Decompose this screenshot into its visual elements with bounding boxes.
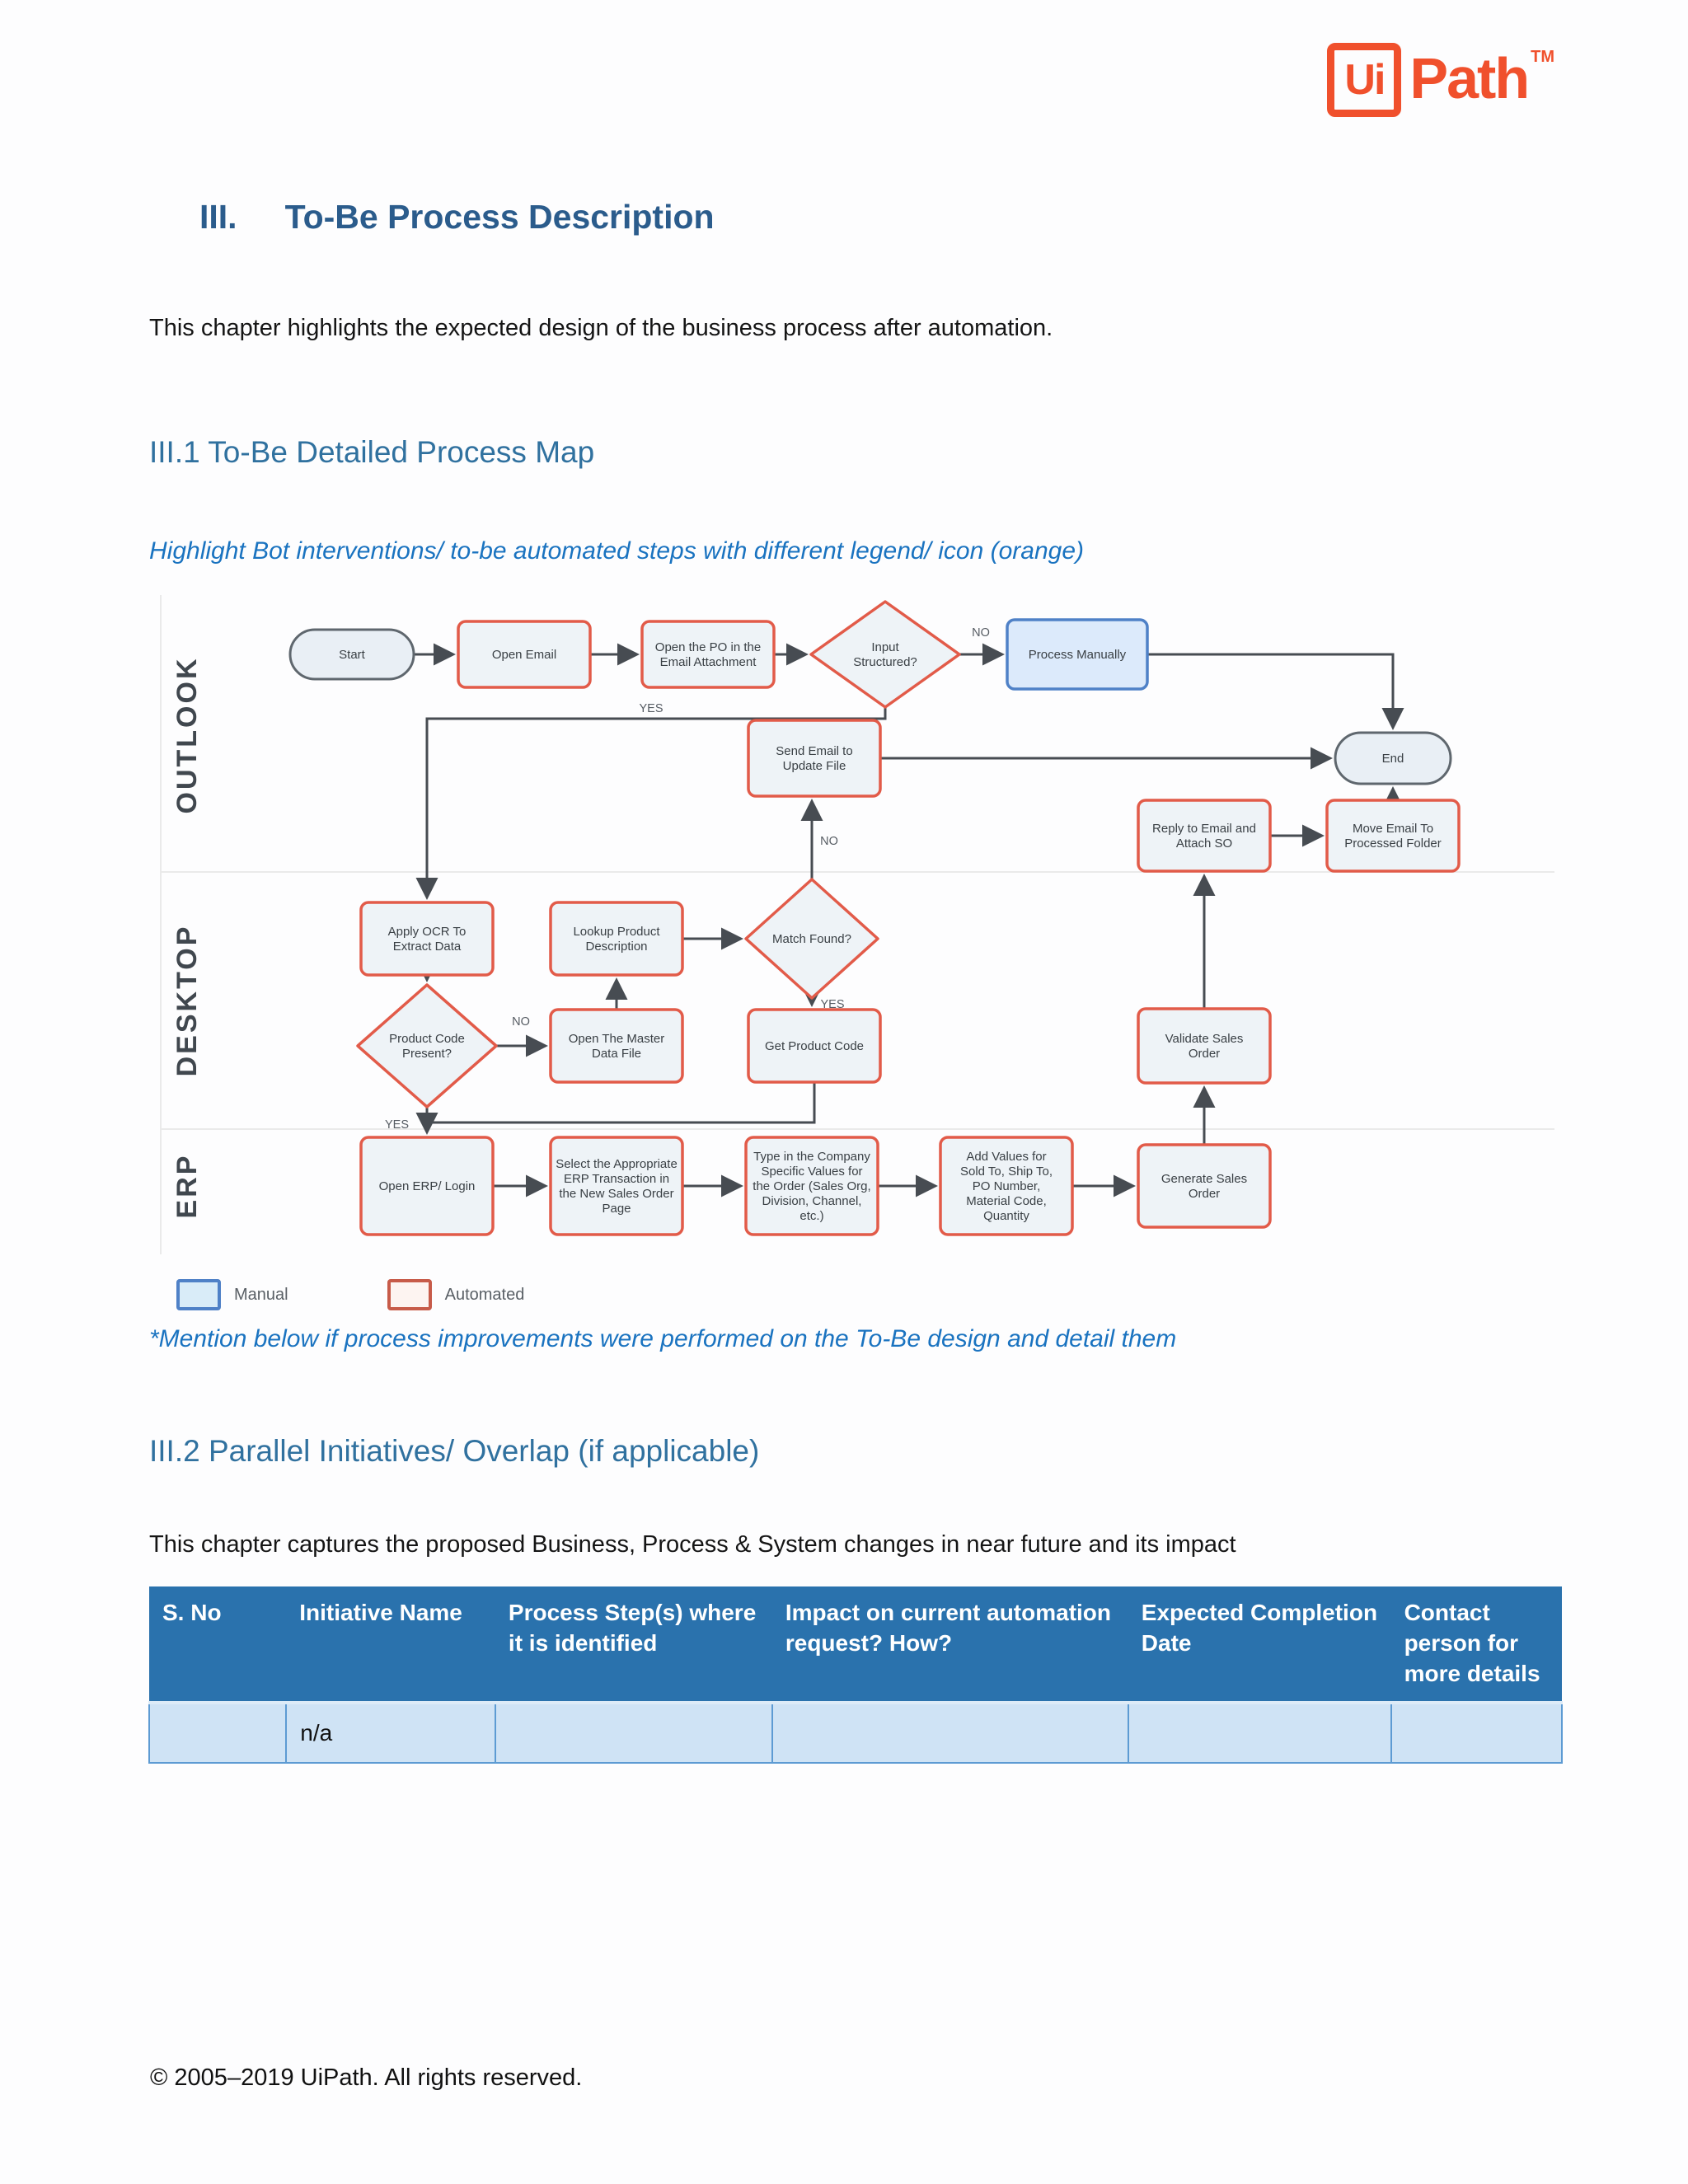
lane-label-desktop: DESKTOP xyxy=(171,925,203,1077)
legend-item-automated: Automated xyxy=(387,1279,525,1310)
page-title-text: To-Be Process Description xyxy=(284,198,715,236)
automated-legend-swatch xyxy=(387,1279,432,1310)
flow-edge xyxy=(415,707,887,900)
header-contact-person: Contact person for more details xyxy=(1390,1586,1562,1703)
cell-process-steps xyxy=(494,1701,773,1764)
flow-edge xyxy=(1147,653,1404,730)
edge-label: YES xyxy=(820,998,844,1011)
page-title: III. To-Be Process Description xyxy=(199,198,715,237)
match-found-node: Match Found? xyxy=(744,878,879,1000)
table-header-row: S. No Initiative Name Process Step(s) wh… xyxy=(149,1586,1562,1703)
edge-label: YES xyxy=(639,702,663,715)
edge-label: NO xyxy=(972,626,990,640)
uipath-logo-ui: Ui xyxy=(1344,56,1386,104)
end-node: End xyxy=(1334,731,1452,785)
process-manually-node: Process Manually xyxy=(1006,618,1149,691)
cell-completion-date xyxy=(1127,1701,1392,1764)
manual-legend-label: Manual xyxy=(234,1285,288,1304)
page-title-number: III. xyxy=(199,198,237,236)
svg-text:Get Product Code: Get Product Code xyxy=(765,1039,864,1053)
edge-label: NO xyxy=(820,835,838,848)
header-impact: Impact on current automation request? Ho… xyxy=(771,1586,1128,1703)
highlight-note: Highlight Bot interventions/ to-be autom… xyxy=(149,537,1084,565)
svg-text:End: End xyxy=(1382,752,1404,766)
section-title-iii2: III.2 Parallel Initiatives/ Overlap (if … xyxy=(149,1434,760,1468)
svg-text:Match Found?: Match Found? xyxy=(772,932,851,946)
uipath-logo-path: Path xyxy=(1409,46,1530,110)
get-product-code-node: Get Product Code xyxy=(747,1008,882,1084)
parallel-initiatives-table: S. No Initiative Name Process Step(s) wh… xyxy=(148,1586,1564,1764)
uipath-logo-square: Ui xyxy=(1327,43,1402,117)
lane-label-erp: ERP xyxy=(171,1154,203,1219)
header-s-no: S. No xyxy=(149,1586,287,1703)
cell-contact-person xyxy=(1390,1701,1564,1764)
lane-label-outlook: OUTLOOK xyxy=(171,657,203,814)
flowchart-legend: Manual Automated xyxy=(176,1279,524,1310)
edge-label: YES xyxy=(385,1118,409,1132)
cell-impact xyxy=(771,1701,1129,1764)
open-email-node: Open Email xyxy=(457,620,592,689)
chapter-intro-paragraph: This chapter highlights the expected des… xyxy=(149,315,1053,341)
table-row: n/a xyxy=(148,1701,1564,1764)
svg-text:Open Email: Open Email xyxy=(492,648,556,662)
svg-text:Start: Start xyxy=(339,648,366,662)
uipath-logo-tm: TM xyxy=(1531,48,1554,66)
copyright-footer: © 2005–2019 UiPath. All rights reserved. xyxy=(150,2064,583,2091)
flow-edge xyxy=(427,1082,816,1124)
manual-legend-swatch xyxy=(176,1279,221,1310)
legend-item-manual: Manual xyxy=(176,1279,288,1310)
cell-s-no xyxy=(148,1701,288,1764)
edge-label: NO xyxy=(512,1015,530,1029)
section-title-iii1: III.1 To-Be Detailed Process Map xyxy=(149,435,595,469)
start-node: Start xyxy=(288,628,415,681)
process-improvements-note: *Mention below if process improvements w… xyxy=(149,1325,1177,1352)
header-process-steps: Process Step(s) where it is identified xyxy=(495,1586,772,1703)
parallel-initiatives-paragraph: This chapter captures the proposed Busin… xyxy=(149,1531,1236,1558)
header-initiative-name: Initiative Name xyxy=(286,1586,495,1703)
automated-legend-label: Automated xyxy=(444,1285,525,1304)
uipath-logo: Ui Path TM xyxy=(1327,43,1554,117)
svg-text:Process Manually: Process Manually xyxy=(1029,648,1127,662)
cell-initiative-name: n/a xyxy=(285,1701,496,1764)
open-erp-login-node: Open ERP/ Login xyxy=(359,1136,495,1236)
svg-text:Open ERP/ Login: Open ERP/ Login xyxy=(379,1179,476,1193)
header-completion-date: Expected Completion Date xyxy=(1128,1586,1391,1703)
